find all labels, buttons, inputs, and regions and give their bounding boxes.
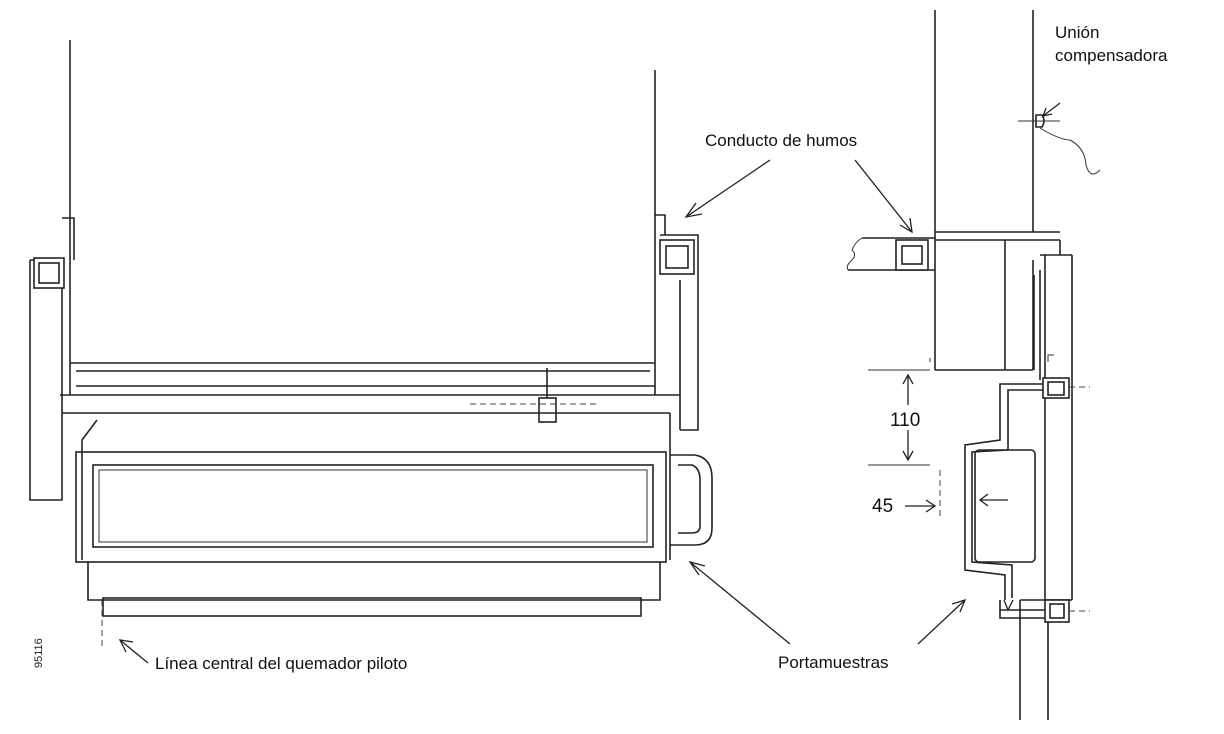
label-linea-central: Línea central del quemador piloto xyxy=(155,654,407,673)
side-duct-box xyxy=(895,239,929,271)
side-sample-holder xyxy=(974,449,1036,563)
right-duct-box xyxy=(659,239,695,275)
front-view xyxy=(29,40,791,664)
upper-bracket xyxy=(1042,377,1070,399)
label-portamuestras: Portamuestras xyxy=(778,653,889,672)
sample-holder-outer xyxy=(75,451,667,563)
dimension-45: 45 xyxy=(872,496,893,517)
side-view xyxy=(846,10,1101,720)
hanger-weight xyxy=(538,397,557,423)
label-union-line2: compensadora xyxy=(1055,46,1168,65)
dimension-110: 110 xyxy=(890,410,920,431)
sample-holder-inner xyxy=(92,464,654,548)
label-union-line1: Unión xyxy=(1055,23,1099,42)
label-conducto-de-humos: Conducto de humos xyxy=(705,131,857,150)
figure-code: 95116 xyxy=(33,638,45,668)
